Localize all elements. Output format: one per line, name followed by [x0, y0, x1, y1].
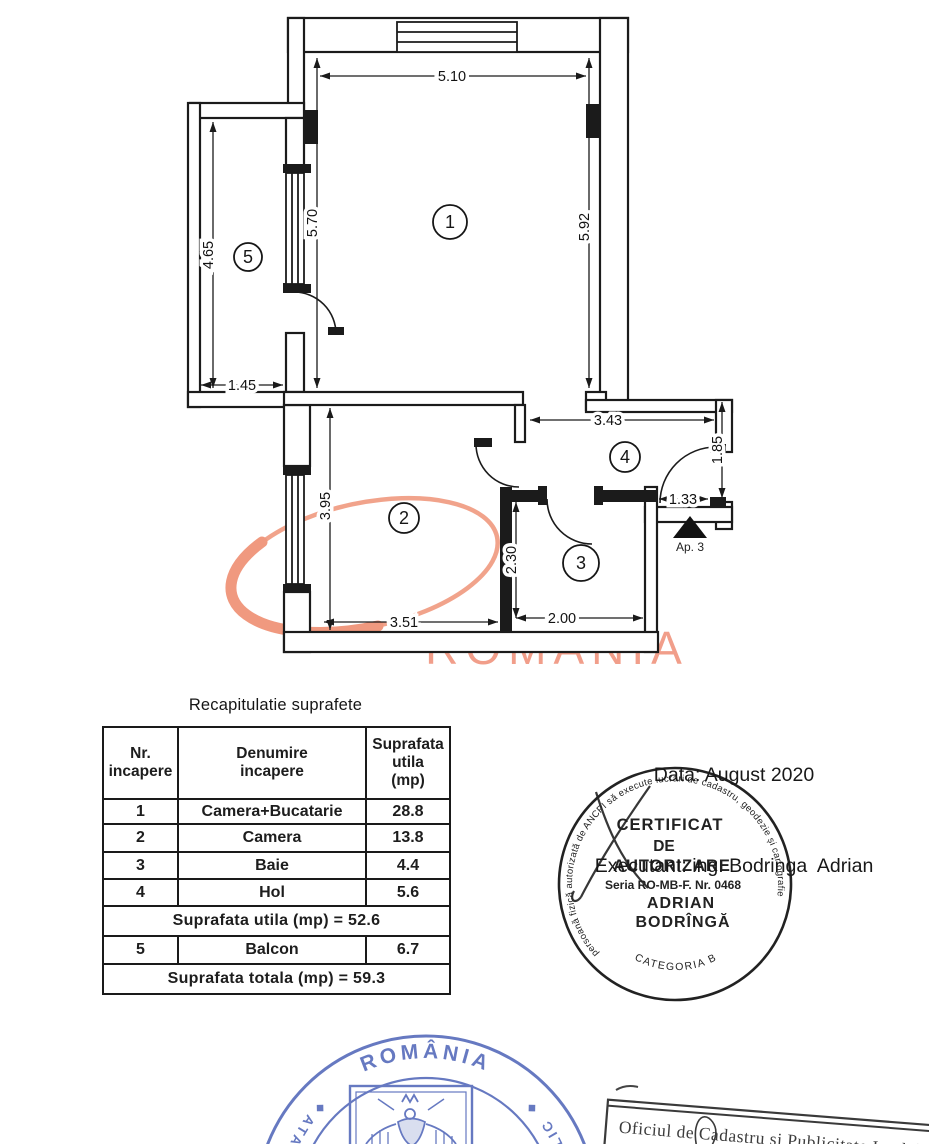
dim-room2-bottom: 3.51 — [390, 615, 418, 631]
svg-text:CATEGORIA B: CATEGORIA B — [633, 951, 719, 973]
areas-table: Nr. incapere Denumire incapere Suprafata… — [102, 726, 451, 995]
header-nr: Nr. incapere — [102, 726, 179, 800]
stamp-seria: Seria RO-MB-F. Nr. 0468 — [605, 878, 741, 892]
executant-line: Executant: ing. Bodringa Adrian — [594, 855, 874, 878]
signature-icon — [571, 785, 651, 903]
cell-nr: 2 — [102, 823, 179, 853]
room-3-label: 3 — [576, 553, 586, 573]
header-suprafata: Suprafata utila (mp) — [365, 726, 451, 800]
door-arc-icon — [475, 443, 520, 488]
diamond-icon: ◆ — [311, 1099, 328, 1116]
stamp-title-2: DE — [653, 838, 675, 855]
cell-name: Balcon — [177, 935, 367, 965]
dim-balcony-height: 4.65 — [201, 241, 217, 269]
stamp-title-3: AUTORIZARE — [613, 857, 731, 875]
cell-area: 5.6 — [365, 878, 451, 907]
date-line: Data: August 2020 — [653, 764, 815, 787]
stamp-name-first: ADRIAN — [647, 895, 715, 912]
table-row: 5 Balcon 6.7 — [102, 935, 451, 965]
subtotal-row: Suprafata utila (mp) = 52.6 — [102, 905, 451, 937]
wall-pillars-and-jambs — [283, 104, 726, 632]
office-stamp: Oficiul de Cadastru și Publicitate Imobi… — [600, 1085, 929, 1144]
dimension-labels: 5.10 5.70 5.92 4.65 1.45 3.43 1.85 1.33 … — [198, 66, 730, 635]
pen-mark-icon — [615, 1085, 639, 1091]
dim-room3-bottom: 2.00 — [548, 611, 576, 627]
table-title: Recapitulatie suprafete — [188, 696, 363, 714]
cell-name: Camera+Bucatarie — [177, 798, 367, 825]
door-arc-icon — [659, 446, 717, 504]
notary-round-stamp: ROMÂNIA ATANAS PUBLIC ◆ ◆ — [266, 1034, 586, 1144]
room-number-labels: 1 2 3 4 5 — [243, 212, 630, 573]
room-4-label: 4 — [620, 447, 630, 467]
stamp-title-1: CERTIFICAT — [617, 816, 724, 834]
cell-nr: 5 — [102, 935, 179, 965]
cell-name: Hol — [177, 878, 367, 907]
dim-room2-left: 3.95 — [318, 492, 334, 520]
table-row: 4 Hol 5.6 — [102, 878, 451, 907]
dim-hall-width: 3.43 — [594, 413, 622, 429]
dim-room1-left: 5.70 — [305, 209, 321, 237]
entrance-triangle-icon — [673, 516, 707, 538]
table-row: 3 Baie 4.4 — [102, 851, 451, 880]
walls — [186, 16, 734, 654]
room-numbers — [233, 204, 641, 582]
cell-area: 6.7 — [365, 935, 451, 965]
stamp-category: CATEGORIA B — [633, 951, 718, 973]
table-header-row: Nr. incapere Denumire incapere Suprafata… — [102, 726, 451, 800]
table-row: 2 Camera 13.8 — [102, 823, 451, 853]
signature-icon — [694, 1116, 717, 1144]
coat-of-arms-icon — [348, 1084, 474, 1144]
door-arcs — [293, 291, 717, 545]
dim-hall-right: 1.85 — [710, 436, 726, 464]
dim-room1-right: 5.92 — [577, 213, 593, 241]
cell-name: Baie — [177, 851, 367, 880]
window-icon — [285, 474, 305, 585]
room-1-label: 1 — [445, 212, 455, 232]
stamp-name-last: BODRÎNGĂ — [635, 912, 730, 931]
cell-nr: 4 — [102, 878, 179, 907]
dim-entrance-width: 1.33 — [669, 492, 697, 508]
room-5-label: 5 — [243, 247, 253, 267]
room-2-label: 2 — [399, 508, 409, 528]
subtotal-cell: Suprafata utila (mp) = 52.6 — [102, 905, 451, 937]
cell-name: Camera — [177, 823, 367, 853]
header-denumire: Denumire incapere — [177, 726, 367, 800]
cell-area: 13.8 — [365, 823, 451, 853]
document-info: Data: August 2020 Executant: ing. Bodrin… — [548, 700, 920, 912]
dimension-lines — [201, 58, 726, 630]
door-arc-icon — [293, 291, 337, 335]
total-cell: Suprafata totala (mp) = 59.3 — [102, 963, 451, 995]
dim-balcony-width: 1.45 — [228, 378, 256, 394]
dim-room1-top: 5.10 — [438, 69, 466, 85]
dim-room3-left: 2.30 — [504, 546, 520, 574]
total-row: Suprafata totala (mp) = 59.3 — [102, 963, 451, 995]
door-arc-icon — [546, 498, 593, 545]
window-icon — [396, 21, 518, 53]
cell-nr: 3 — [102, 851, 179, 880]
diamond-icon: ◆ — [524, 1099, 541, 1116]
entrance-marker: Ap. 3 — [673, 516, 707, 554]
cell-area: 4.4 — [365, 851, 451, 880]
window-icon — [285, 172, 305, 285]
cell-area: 28.8 — [365, 798, 451, 825]
windows — [285, 21, 518, 585]
entrance-label: Ap. 3 — [676, 540, 704, 554]
cell-nr: 1 — [102, 798, 179, 825]
table-row: 1 Camera+Bucatarie 28.8 — [102, 798, 451, 825]
